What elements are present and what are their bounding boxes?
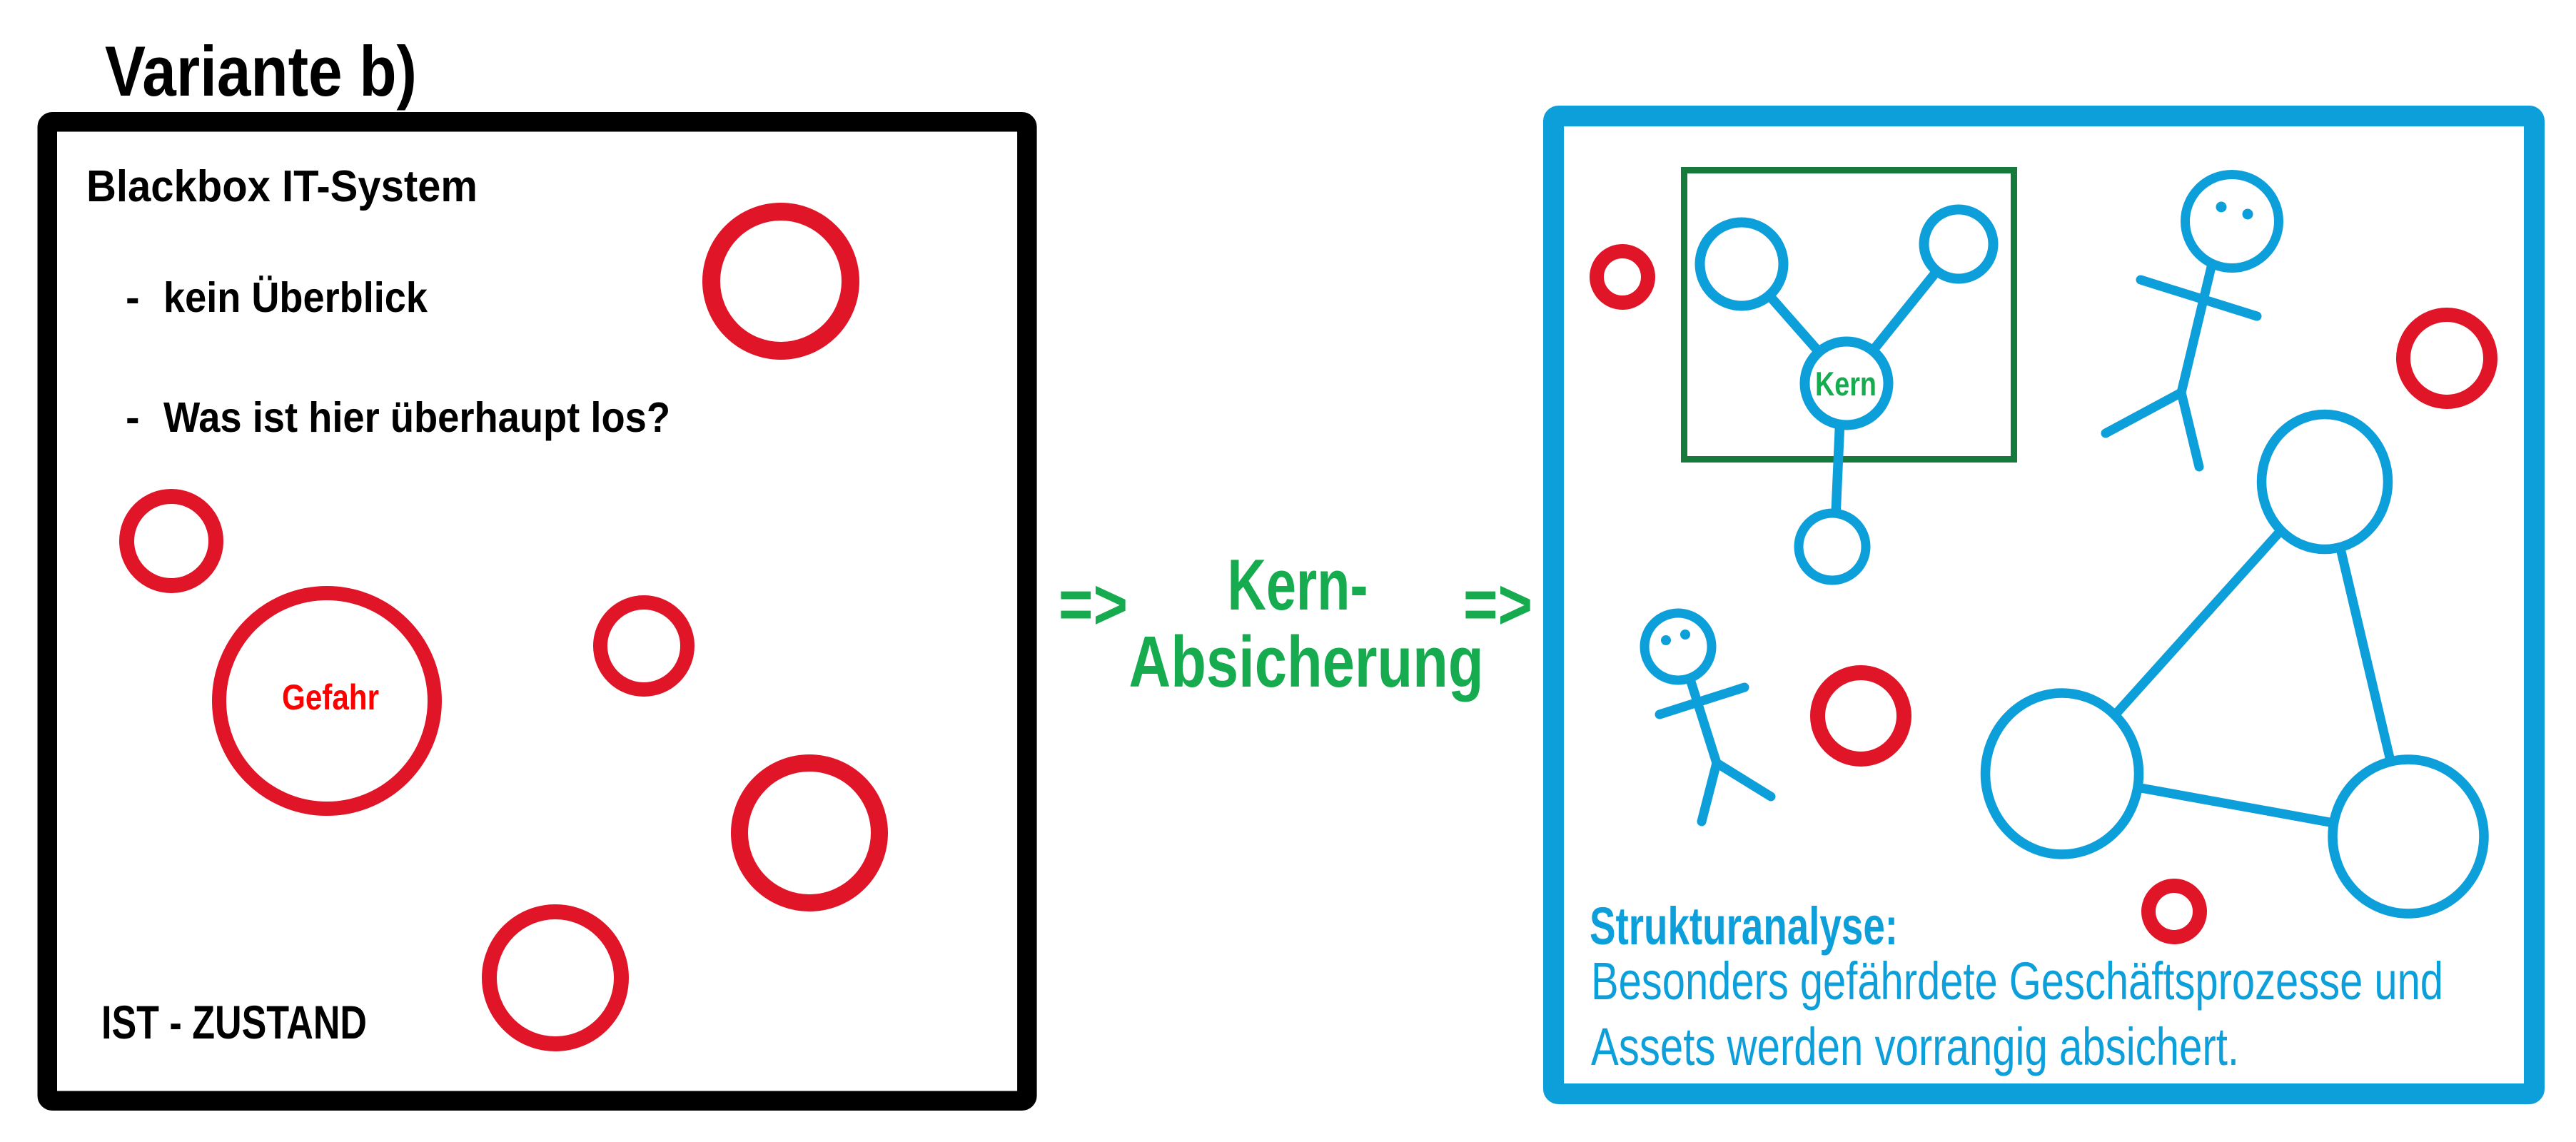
svg-text:kein Überblick: kein Überblick	[163, 274, 428, 321]
svg-text:Absicherung: Absicherung	[1129, 622, 1484, 702]
svg-text:-: -	[126, 394, 140, 441]
svg-text:Kern: Kern	[1815, 365, 1877, 403]
svg-text:Was ist hier überhaupt los?: Was ist hier überhaupt los?	[163, 394, 670, 441]
svg-text:Kern-: Kern-	[1228, 545, 1368, 625]
svg-text:Strukturanalyse:: Strukturanalyse:	[1590, 896, 1898, 956]
svg-text:Blackbox IT-System: Blackbox IT-System	[86, 162, 478, 211]
svg-text:Assets werden vorrangig absich: Assets werden vorrangig absichert.	[1591, 1017, 2239, 1076]
svg-text:Gefahr: Gefahr	[282, 677, 379, 717]
svg-text:-: -	[126, 274, 140, 321]
svg-text:Besonders gefährdete Geschäfts: Besonders gefährdete Geschäftsprozesse u…	[1591, 951, 2443, 1011]
svg-text:=>: =>	[1059, 565, 1128, 645]
svg-text:IST - ZUSTAND: IST - ZUSTAND	[101, 996, 367, 1048]
svg-text:=>: =>	[1463, 565, 1532, 645]
svg-text:Variante b): Variante b)	[105, 31, 417, 111]
